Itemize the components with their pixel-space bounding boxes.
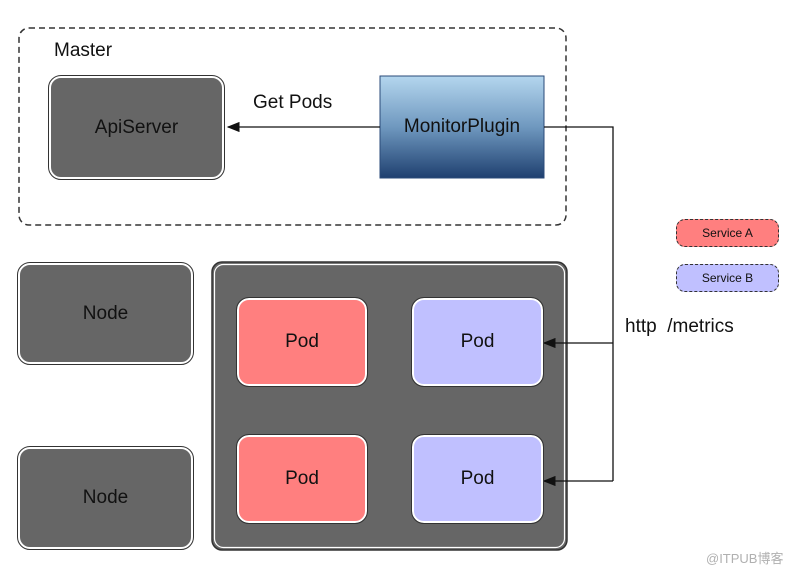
monitor-plugin-label[interactable]: MonitorPlugin — [403, 116, 521, 137]
node-label: Node — [82, 487, 129, 508]
pod-label: Pod — [460, 468, 495, 489]
legend-service-b-label: Service B — [701, 271, 754, 285]
api-server-box[interactable]: ApiServer — [48, 75, 225, 180]
pod-label: Pod — [285, 331, 319, 352]
legend-service-b: Service B — [676, 264, 779, 292]
pod-service-a[interactable]: Pod — [236, 297, 368, 387]
api-server-label: ApiServer — [94, 116, 179, 138]
pod-service-b[interactable]: Pod — [411, 297, 544, 387]
legend-service-a-label: Service A — [702, 226, 753, 240]
legend-service-a: Service A — [676, 219, 779, 247]
get-pods-label: Get Pods — [253, 92, 333, 113]
node-box[interactable]: Node — [17, 262, 194, 365]
watermark: @ITPUB博客 — [706, 551, 784, 566]
pod-service-a[interactable]: Pod — [236, 434, 368, 524]
http-metrics-label: http /metrics — [625, 316, 734, 337]
monitor-plugin-box — [379, 75, 545, 179]
metrics-connector-line — [544, 126, 614, 481]
pod-label: Pod — [285, 468, 319, 489]
node-label: Node — [82, 302, 129, 324]
pod-label: Pod — [460, 331, 495, 352]
pod-service-b[interactable]: Pod — [411, 434, 544, 524]
node-box[interactable]: Node — [17, 446, 194, 550]
master-label: Master — [54, 40, 113, 61]
